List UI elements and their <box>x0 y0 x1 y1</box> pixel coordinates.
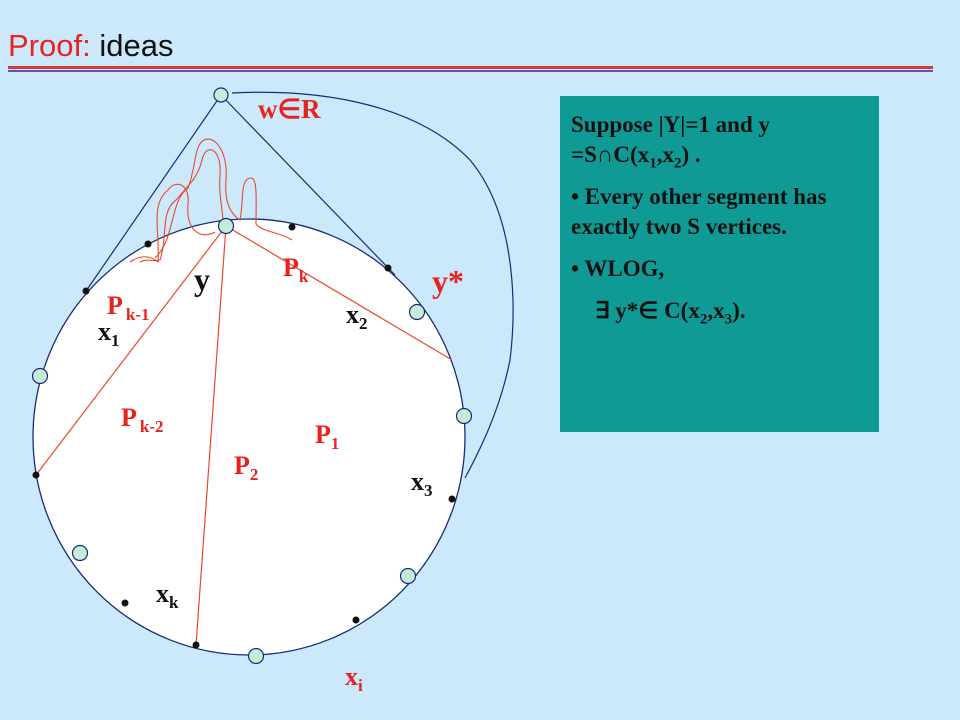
region-circle <box>32 218 466 656</box>
open-nodes <box>31 87 473 665</box>
w-triangle-edges <box>85 91 514 479</box>
dot-lower-left <box>121 599 129 607</box>
dot-top-right-1 <box>288 223 296 231</box>
claim-line-4: ∃ y*∈ C(x2,x3). <box>595 298 746 328</box>
red-chords <box>35 225 453 646</box>
title-prefix: Proof: <box>8 28 91 63</box>
node-w <box>213 87 229 103</box>
title-rest: ideas <box>99 28 174 63</box>
dot-left <box>82 287 90 295</box>
label-P1: P1 <box>315 420 339 453</box>
label-w-in-R: w∈R <box>258 94 321 124</box>
title-rule-red <box>8 66 933 69</box>
node-top-right <box>408 303 426 321</box>
node-lower-left <box>71 544 89 562</box>
label-P2: P2 <box>234 451 258 484</box>
wiggle-curves <box>129 138 293 264</box>
wiggle-curve-3 <box>154 138 293 259</box>
dot-x3 <box>448 495 456 503</box>
claim-bullet-1: • Every other segment has exactly two S … <box>571 184 827 239</box>
label-xk: xk <box>156 579 179 612</box>
node-left <box>31 367 49 385</box>
edge-w-to-ystar <box>231 91 514 479</box>
label-y: y <box>194 261 210 297</box>
chord-y-x1 <box>35 225 227 476</box>
dot-x1 <box>32 471 40 479</box>
chord-y-x2 <box>225 225 453 361</box>
title-rule-blue <box>8 70 933 72</box>
node-right <box>455 407 473 425</box>
node-bottom <box>247 647 265 665</box>
edge-w-right <box>220 94 396 276</box>
dot-x-lower-right <box>352 616 360 624</box>
label-xi: xi <box>345 662 363 695</box>
node-y <box>217 217 235 235</box>
label-y-star: y* <box>432 263 464 299</box>
label-x3: x3 <box>411 467 433 500</box>
dot-top-right-2 <box>384 264 392 272</box>
node-lower-right <box>399 567 417 585</box>
label-x1: x1 <box>98 317 120 350</box>
label-Pk: Pk <box>283 253 309 286</box>
claim-bullet-2: • WLOG, <box>571 256 665 281</box>
claim-box: Suppose |Y|=1 and y =S∩C(x1,x2) . • Ever… <box>560 96 879 432</box>
label-x2: x2 <box>346 300 368 333</box>
dot-nodes <box>32 223 456 649</box>
wiggle-curve-1 <box>129 183 216 264</box>
dot-xk <box>192 641 200 649</box>
edge-w-left <box>85 94 222 292</box>
slide-title: Proof: ideas <box>8 26 173 66</box>
dot-top-left <box>144 240 152 248</box>
claim-line-1: Suppose |Y|=1 and y =S∩C(x1,x2) . <box>571 112 771 172</box>
chord-y-xk <box>195 225 227 646</box>
